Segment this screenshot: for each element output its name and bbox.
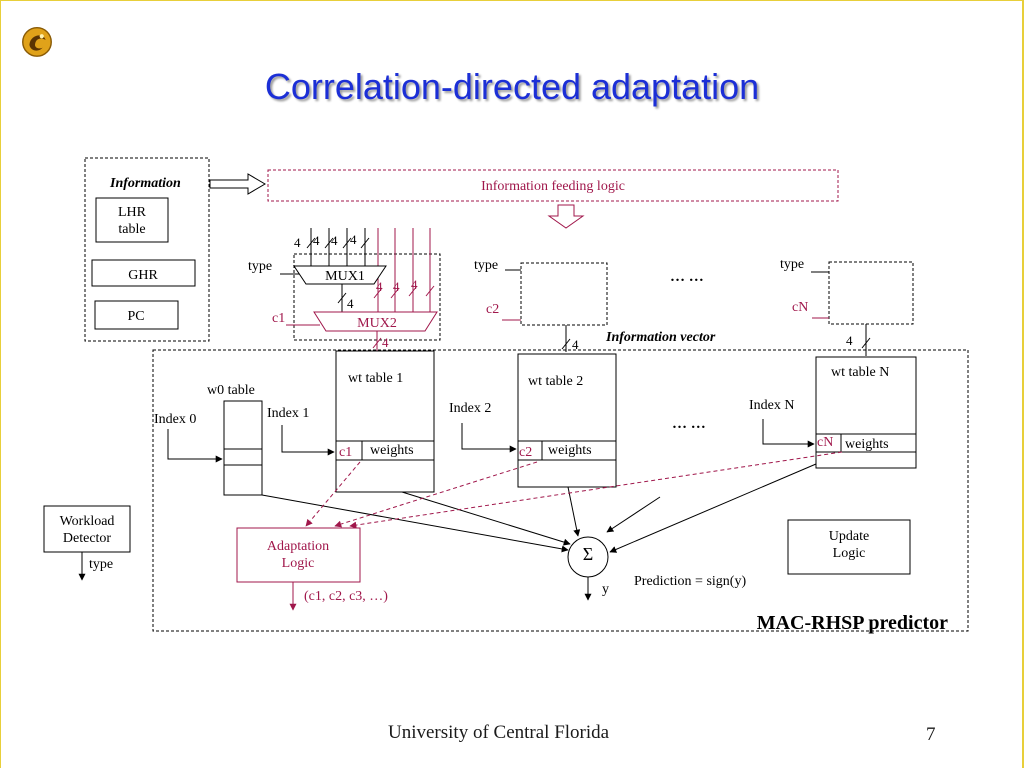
col2-c2-label: c2 (486, 302, 499, 317)
label-line: Update (829, 529, 869, 544)
information-flow-arrow (209, 173, 266, 195)
middle-ellipsis: … … (672, 416, 706, 432)
index-1-arrow (281, 425, 335, 456)
feeding-down-arrow (547, 204, 585, 229)
workload-detector-box (43, 505, 131, 553)
c-output-label: (c1, c2, c3, …) (304, 589, 388, 604)
counter-to-adaptation-arrows (305, 451, 843, 529)
predictor-box (152, 349, 969, 632)
prediction-label: Prediction = sign(y) (634, 574, 746, 589)
col2-output-slash (561, 338, 571, 350)
information-group-box (84, 157, 210, 342)
bit-width-label: 4 (846, 333, 853, 348)
ghr-box (91, 259, 196, 287)
slide-right-rule (1022, 0, 1024, 768)
information-feeding-logic-box (267, 169, 839, 202)
information-label: Information (109, 176, 181, 191)
update-logic-box (787, 519, 911, 575)
bit-width-label: 4 (331, 233, 338, 248)
w0-table-label: w0 table (207, 383, 255, 398)
col2-mux-box (520, 262, 608, 326)
bit-width-label: 4 (347, 296, 354, 311)
mux1-label: MUX1 (325, 269, 365, 284)
index-0-arrow (167, 429, 223, 463)
mux-region-box (293, 253, 441, 341)
index-2-arrow (461, 423, 517, 453)
mux1-shape (293, 265, 387, 285)
bit-width-label: 4 (313, 233, 320, 248)
bit-width-label: 4 (572, 337, 579, 352)
footer-university: University of Central Florida (388, 722, 610, 743)
label-line: Logic (282, 556, 315, 571)
mux2-c1-label: c1 (272, 311, 285, 326)
wt-table-2-label: wt table 2 (528, 374, 583, 389)
lhr-table-box (95, 197, 169, 243)
col2-type-label: type (474, 258, 498, 273)
information-feeding-logic-label: Information feeding logic (481, 179, 625, 194)
wt-table-n (815, 356, 917, 469)
mux1-output-slash (337, 292, 347, 304)
bit-width-label: 4 (411, 277, 418, 292)
ghr-label: GHR (128, 268, 158, 283)
index-n-arrow (762, 419, 815, 448)
label-line: Detector (63, 531, 112, 546)
mux2-input-lines (373, 228, 435, 313)
wt-table-1 (335, 350, 435, 493)
workload-type-label: type (89, 557, 113, 572)
wt-table-1-weights: weights (370, 443, 414, 458)
university-logo-icon (22, 26, 52, 57)
wt-table-n-cn: cN (817, 435, 833, 450)
label-line: Workload (60, 514, 115, 529)
top-ellipsis: … … (670, 269, 704, 285)
summation-symbol: Σ (583, 544, 593, 564)
index-2-label: Index 2 (449, 401, 491, 416)
slide-title: Correlation-directed adaptation (264, 66, 760, 107)
coln-cn-label: cN (792, 300, 808, 315)
wt-table-2-c2: c2 (519, 445, 532, 460)
pc-box (94, 300, 179, 330)
bit-width-label: 4 (376, 279, 383, 294)
mux2-label: MUX2 (357, 316, 397, 331)
index-1-label: Index 1 (267, 406, 309, 421)
y-label: y (602, 582, 609, 597)
coln-type-label: type (780, 257, 804, 272)
w0-table (223, 400, 263, 496)
lhr-table-label: LHR table (118, 205, 147, 237)
page-number: 7 (926, 724, 936, 745)
mux1-input-lines (306, 228, 370, 266)
index-n-label: Index N (749, 398, 795, 413)
information-vector-label: Information vector (605, 330, 716, 345)
mux1-type-label: type (248, 259, 272, 274)
wt-table-2 (517, 353, 617, 488)
slide-left-rule (0, 0, 1, 768)
mux2-shape (313, 311, 438, 332)
predictor-name-label: MAC-RHSP predictor (757, 612, 948, 634)
wt-table-n-label: wt table N (831, 365, 889, 380)
bit-width-label: 4 (382, 335, 389, 350)
wt-table-n-weights: weights (845, 437, 889, 452)
slide-top-rule (0, 0, 1024, 1)
bit-width-label: 4 (294, 235, 301, 250)
wt-table-1-c1: c1 (339, 445, 352, 460)
mux2-output-slash (372, 337, 382, 349)
adaptation-logic-box (236, 527, 361, 583)
label-line: Adaptation (267, 539, 329, 554)
label-line: LHR (118, 205, 147, 220)
wt-table-1-label: wt table 1 (348, 371, 403, 386)
bit-width-label: 4 (393, 279, 400, 294)
index-0-label: Index 0 (154, 412, 196, 427)
weight-to-sum-arrows (261, 463, 817, 553)
coln-output-slash (861, 337, 871, 349)
wt-table-2-weights: weights (548, 443, 592, 458)
label-line: table (118, 222, 145, 237)
pc-label: PC (127, 309, 144, 324)
coln-mux-box (828, 261, 914, 325)
bit-width-label: 4 (350, 232, 357, 247)
label-line: Logic (833, 546, 866, 561)
